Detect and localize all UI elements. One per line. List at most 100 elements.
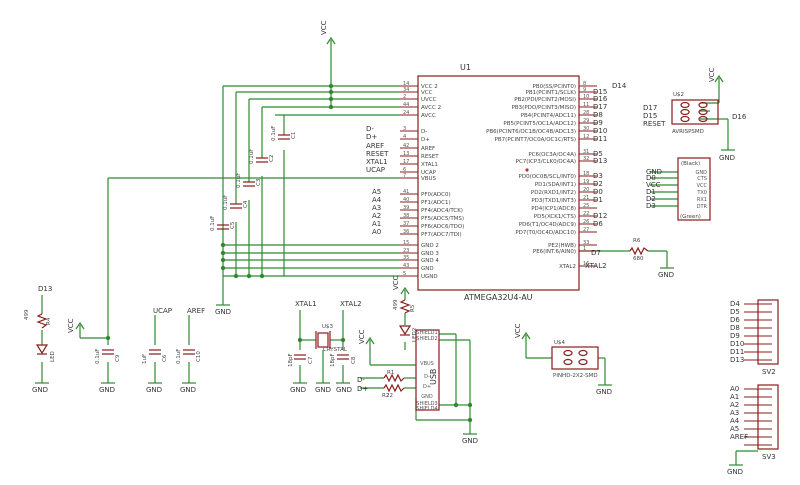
right-net-label: D2 [593,180,603,188]
header-net-label: AREF [730,433,748,441]
top-cap-value: 0.1uF [249,149,255,164]
usb-label: USB [429,369,438,385]
right-net-label: D9 [593,119,603,127]
ftdi-pin-label: GND [696,170,708,176]
chip-right-pins: 8PB0(SS/PCINT0)9PB1(PCINT1/SCLK)10PB2(PD… [486,81,597,270]
chip-left-pin-name: PF0(ADC0) [421,192,451,198]
usb-net-dminus: D- [357,376,365,384]
bottom-cap-net-label: UCAP [153,307,172,315]
top-cap-value: 0.1uF [271,126,277,141]
chip-right-pin-name: PD1(SDA/INT1) [535,182,576,188]
usb-pin-label: D+ [423,384,431,390]
ftdi-net-label: GND [646,168,662,176]
gnd-symbol-chip: GND [215,304,231,316]
crystal-circuit: XTAL1 XTAL2 U$3 CRYSTAL 18pF C7 18pF C8 … [288,300,362,394]
chip-right-pin-name: PD0(OC0B/SCL/INT0) [519,174,576,180]
chip-right-pin-num: 8 [583,81,586,87]
isp-net-d15: D15 [643,112,657,120]
d13-led-label: LED [50,351,56,362]
vcc-symbol-c9: VCC [67,318,85,333]
bottom-cap-net-label: AREF [187,307,205,315]
right-net-label: D14 [612,82,627,90]
chip-left-pin-name: UGND [421,274,438,280]
u4-value: PINHD-2X2-SMD [553,373,598,379]
net-label-dplus: D+ [366,133,377,141]
right-net-labels: D14D15D16D17D8D9D10D11D5D13D3D2D0D1D12D6… [585,82,627,270]
chip-right-pin-num: 28 [583,110,589,116]
ftdi-pin-label: CTS [697,176,707,182]
chip-left-pin-num: 7 [403,173,406,179]
chip-right-pin-num: 25 [583,203,589,209]
header-net-label: A4 [730,417,740,425]
vcc-label-u4: VCC [514,323,522,338]
vcc-label-c9: VCC [67,318,75,333]
usb-pin-label: SHIELD4 [416,406,437,412]
chip-left-pin-name: PF7(ADC7/TDI) [421,232,462,238]
chip-right-pin-num: 9 [583,87,586,93]
gnd-label-chip: GND [215,308,231,316]
chip-right-pin-name: PD5(XCK1/CTS) [534,214,576,220]
d13-led-circuit: D13 499 R4 LED GND [24,285,56,394]
right-net-label: D6 [593,220,603,228]
header-net-label: D11 [730,348,744,356]
net-label-a0: A0 [372,228,381,236]
ftdi-net-label: D0 [646,174,656,182]
header-net-label: D9 [730,332,740,340]
chip-left-pin-name: PF4(ADC4/TCK) [421,208,463,214]
ftdi-net-label: VCC [646,181,661,189]
net-label-a1: A1 [372,220,381,228]
chip-left-pin-num: 40 [403,197,409,203]
header-net-label: A0 [730,385,739,393]
chip-left-pin-name: D+ [421,137,430,143]
header-net-label: A3 [730,409,739,417]
right-net-label: D3 [593,172,603,180]
chip-right-pin-num: 10 [583,94,589,100]
isp-net-d17: D17 [643,104,657,112]
chip-right-pin-num: 29 [583,118,589,124]
top-cap-value: 0.1uF [223,195,229,210]
gnd-label-usb: GND [462,437,478,445]
header-net-label: D10 [730,340,744,348]
chip-left-pin-num: 23 [403,248,409,254]
right-net-label: D5 [593,150,603,158]
net-label-aref: AREF [366,142,384,150]
usb-r-value: 22 [386,393,393,399]
header-net-label: D5 [730,308,740,316]
r6-ref: R6 [633,238,641,244]
chip-right-pin-name: PB4(PCINT4/ADC11) [521,113,576,119]
chip-right-pin-num: 11 [583,102,589,108]
vcc-label-crystal: VCC [358,329,366,344]
r2-ref: R2 [382,393,389,399]
chip-left-pin-name: GND 4 [421,258,439,264]
chip-right-pin-num: 31 [583,149,589,155]
chip-left-pin-name: PF6(ADC6/TDO) [421,224,464,230]
net-label-a5: A5 [372,188,381,196]
c8-value: 18pF [330,353,336,367]
chip-left-pin-name: PF5(ADC5/TMS) [421,216,464,222]
right-net-label: XTAL2 [585,262,607,270]
chip-left-pin-name: PF1(ADC1) [421,200,451,206]
ftdi-color-top: (Black) [681,161,700,167]
net-label-dminus: D- [366,125,374,133]
chip-left-pin-num: 34 [403,87,409,93]
chip-left-pin-num: 17 [403,159,409,165]
bottom-cap-value: 1uF [142,354,148,364]
usb-pin-label: SHIELD3 [416,401,437,407]
chip-right-pin-name: PB6(PCINT6/OC1B/OC4B/ADC13) [486,129,576,135]
sv2-ref: SV2 [762,368,776,376]
chip-left-pin-name: VCC [421,90,433,96]
top-cap-value: 0.1uF [210,216,216,231]
right-net-label: D1 [593,196,603,204]
chip-right-pin-name: PE2(HWB) [548,243,576,249]
chip-right-pin-num: 30 [583,126,589,132]
net-label-xtal2-bottom: XTAL2 [340,300,362,308]
r5-value: 499 [393,299,399,310]
chip-right-pin-name: PB3(PDO/PCINT3/MISO) [512,105,576,111]
bottom-cap-value: 0.1uF [176,349,182,364]
left-net-labels: D- D+ AREF RESET XTAL1 UCAP A5 A4 A3 A2 … [366,125,389,236]
